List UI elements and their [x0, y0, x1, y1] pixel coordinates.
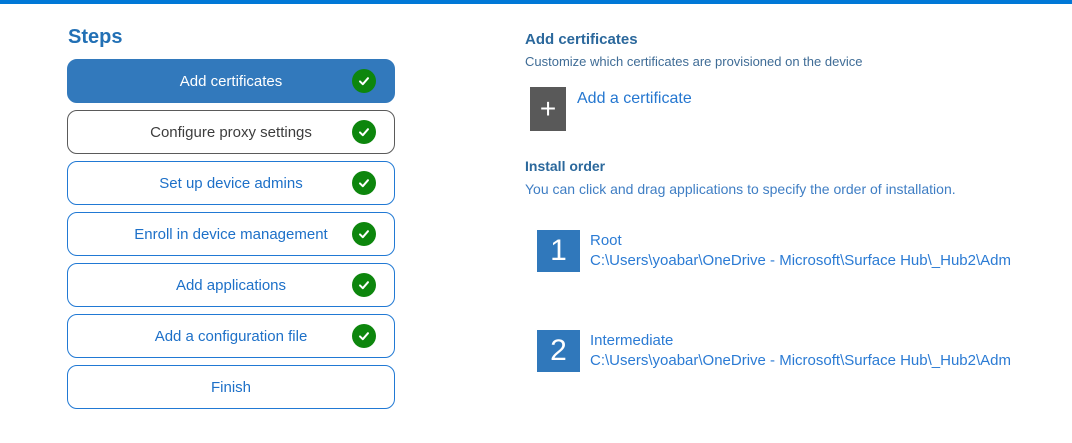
top-accent-bar — [0, 0, 1072, 4]
step-button-configure-proxy-settings[interactable]: Configure proxy settings — [67, 110, 395, 154]
certificate-name: Intermediate — [590, 332, 674, 349]
add-certificate-label: Add a certificate — [577, 90, 692, 107]
certificate-path: C:\Users\yoabar\OneDrive - Microsoft\Sur… — [590, 352, 1011, 369]
step-button-set-up-device-admins[interactable]: Set up device admins — [67, 161, 395, 205]
order-number-badge: 1 — [537, 230, 580, 272]
order-number: 1 — [550, 234, 567, 267]
plus-icon[interactable]: + — [530, 87, 566, 131]
step-label: Configure proxy settings — [150, 123, 312, 141]
check-icon — [352, 273, 376, 297]
check-icon — [352, 171, 376, 195]
check-icon — [352, 324, 376, 348]
step-button-add-applications[interactable]: Add applications — [67, 263, 395, 307]
page-subtitle: Customize which certificates are provisi… — [525, 54, 863, 69]
install-order-title: Install order — [525, 158, 606, 174]
step-button-finish[interactable]: Finish — [67, 365, 395, 409]
install-order-item-root[interactable]: 1 Root C:\Users\yoabar\OneDrive - Micros… — [537, 230, 1011, 272]
step-label: Enroll in device management — [134, 225, 328, 243]
order-item-text: Intermediate C:\Users\yoabar\OneDrive - … — [590, 330, 1011, 371]
step-button-add-certificates[interactable]: Add certificates — [67, 59, 395, 103]
order-number: 2 — [550, 334, 567, 367]
order-item-text: Root C:\Users\yoabar\OneDrive - Microsof… — [590, 230, 1011, 271]
step-button-enroll-in-device-management[interactable]: Enroll in device management — [67, 212, 395, 256]
check-icon — [352, 120, 376, 144]
steps-title: Steps — [68, 26, 123, 48]
plus-glyph: + — [539, 93, 557, 124]
step-label: Add applications — [175, 276, 287, 294]
check-icon — [352, 69, 376, 93]
install-order-item-intermediate[interactable]: 2 Intermediate C:\Users\yoabar\OneDrive … — [537, 330, 1011, 372]
certificate-path: C:\Users\yoabar\OneDrive - Microsoft\Sur… — [590, 252, 1011, 269]
step-label: Set up device admins — [159, 174, 303, 192]
step-label: Add certificates — [179, 72, 283, 90]
content-panel: Add certificates Customize which certifi… — [525, 0, 1072, 443]
certificate-name: Root — [590, 232, 622, 249]
steps-panel: Steps Add certificates Configure proxy s… — [67, 27, 395, 416]
step-label: Add a configuration file — [154, 327, 308, 345]
order-number-badge: 2 — [537, 330, 580, 372]
step-label: Finish — [210, 378, 251, 396]
check-icon — [352, 222, 376, 246]
step-button-add-a-configuration-file[interactable]: Add a configuration file — [67, 314, 395, 358]
add-certificate-button[interactable]: + Add a certificate — [530, 87, 692, 131]
page-title: Add certificates — [525, 31, 638, 48]
install-order-description: You can click and drag applications to s… — [525, 181, 956, 197]
